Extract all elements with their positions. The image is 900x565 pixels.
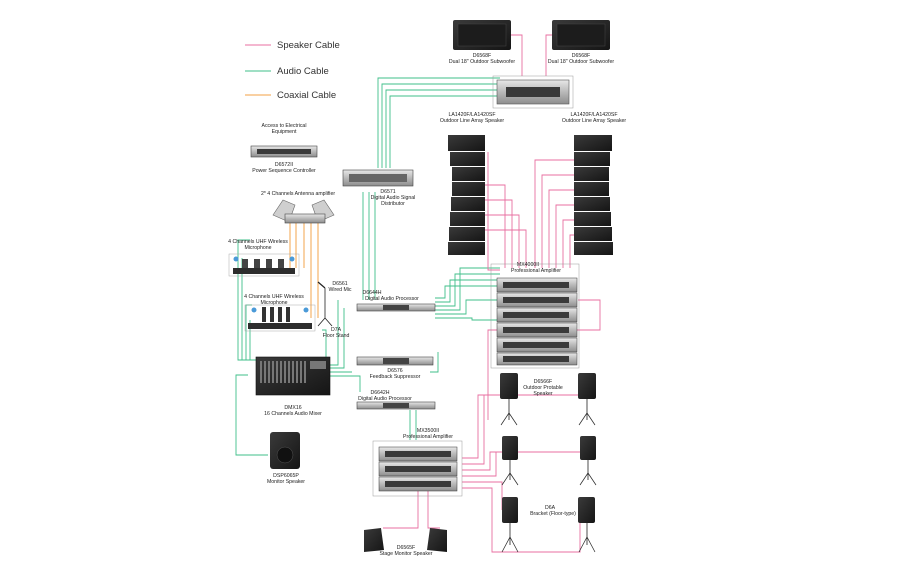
- subwoofer-left-model: D6568F: [473, 53, 491, 59]
- stage-monitor-model: D6565F: [397, 545, 415, 551]
- subwoofer-right-model: D6568F: [572, 53, 590, 59]
- feedback-suppressor: D6576 Feedback Suppressor: [356, 356, 434, 380]
- line-array-left-desc: Outdoor Line Array Speaker: [440, 118, 505, 124]
- monitor-model: DSP6065P: [273, 473, 299, 479]
- mixer-desc: 16 Channels Audio Mixer: [264, 411, 322, 417]
- processor-1-model: D6644H: [362, 290, 381, 296]
- uhf-mic-2-line1: 4 Channels UHF Wireless: [244, 294, 304, 300]
- power-seq-line1: Access to Electrical: [262, 123, 307, 129]
- outdoor-speaker-row-2: [501, 436, 597, 486]
- power-sequence-controller: Access to Electrical Equipment D6572II P…: [250, 123, 318, 174]
- signal-icon: [233, 256, 239, 262]
- monitor-speaker: DSP6065P Monitor Speaker: [267, 432, 305, 485]
- power-seq-line2: Equipment: [272, 129, 297, 135]
- amp-small-model: MX3500II: [417, 428, 439, 434]
- floor-stand-desc: Floor Stand: [323, 333, 350, 339]
- wired-mic-stand: D6561 Wired Mic D7A Floor Stand: [317, 281, 352, 339]
- subwoofer-left: D6568F Dual 18" Outdoor Subwoofer: [449, 20, 515, 65]
- uhf-mic-1-line2: Microphone: [244, 245, 271, 251]
- legend: Speaker Cable Audio Cable Coaxial Cable: [245, 40, 340, 101]
- outdoor-speaker-row-1: D6566F Outdoor Protable Speaker: [500, 373, 596, 426]
- amplifier-mx4000: MX4000II Professional Amplifier: [490, 262, 580, 369]
- uhf-mic-1-line1: 4 Channels UHF Wireless: [228, 239, 288, 245]
- power-seq-desc: Power Sequence Controller: [252, 168, 316, 174]
- uhf-wireless-mic-2: 4 Channels UHF Wireless Microphone: [244, 294, 316, 332]
- line-array-right-model: LA1420F/LA1420SF: [570, 112, 617, 118]
- signal-icon: [303, 307, 309, 313]
- processor-1-desc: Digital Audio Processor: [365, 296, 419, 302]
- amplifier-mx3500: MX3500II Professional Amplifier: [372, 428, 463, 497]
- outdoor-speaker-line1: Outdoor Protable: [523, 385, 563, 391]
- power-seq-model: D6572II: [275, 162, 293, 168]
- signal-icon: [251, 307, 257, 313]
- signal-icon: [289, 256, 295, 262]
- subwoofer-right-desc: Dual 18" Outdoor Subwoofer: [548, 59, 614, 65]
- processor-2-model: D6642H: [370, 390, 389, 396]
- audio-processor-1: D6644H Digital Audio Processor: [356, 290, 436, 312]
- uhf-mic-2-line2: Microphone: [260, 300, 287, 306]
- distributor-line2: Distributor: [381, 201, 405, 207]
- outdoor-speaker-model: D6566F: [534, 379, 552, 385]
- feedback-model: D6576: [387, 368, 402, 374]
- amp-small-desc: Professional Amplifier: [403, 434, 453, 440]
- monitor-desc: Monitor Speaker: [267, 479, 305, 485]
- distributor-line1: Digital Audio Signal: [371, 195, 416, 201]
- audio-processor-2: D6642H Digital Audio Processor: [356, 390, 436, 410]
- amp-big-model: MX4000II: [517, 262, 539, 268]
- top-amplifier: [492, 75, 574, 109]
- legend-coaxial-cable: Coaxial Cable: [277, 90, 336, 101]
- feedback-desc: Feedback Suppressor: [370, 374, 421, 380]
- line-array-right-desc: Outdoor Line Array Speaker: [562, 118, 627, 124]
- mic-icon: [317, 281, 326, 289]
- amp-big-desc: Professional Amplifier: [511, 268, 561, 274]
- line-array-left: [448, 135, 485, 255]
- legend-audio-cable: Audio Cable: [277, 66, 329, 77]
- audio-mixer: DMX16 16 Channels Audio Mixer: [255, 356, 331, 417]
- stage-monitors: D6565F Stage Monitor Speaker: [364, 528, 447, 557]
- line-array-right: [574, 135, 613, 255]
- legend-speaker-cable: Speaker Cable: [277, 40, 340, 51]
- cables-coaxial: [289, 222, 319, 318]
- subwoofer-right: D6568F Dual 18" Outdoor Subwoofer: [548, 20, 614, 65]
- line-array-left-model: LA1420F/LA1420SF: [448, 112, 495, 118]
- subwoofer-left-desc: Dual 18" Outdoor Subwoofer: [449, 59, 515, 65]
- wired-mic-desc: Wired Mic: [328, 287, 351, 293]
- antenna-amplifier: 2* 4 Channels Antenna amplifier: [261, 191, 335, 224]
- processor-2-desc: Digital Audio Processor: [358, 396, 412, 402]
- bracket-model: D6A: [545, 505, 556, 511]
- outdoor-speaker-line2: Speaker: [533, 391, 553, 397]
- floor-stand-model: D7A: [331, 327, 342, 333]
- stage-monitor-desc: Stage Monitor Speaker: [379, 551, 432, 557]
- signal-distributor: D6571 Digital Audio Signal Distributor: [342, 169, 416, 207]
- wired-mic-model: D6561: [332, 281, 347, 287]
- distributor-model: D6571: [380, 189, 395, 195]
- mixer-model: DMX16: [284, 405, 301, 411]
- uhf-wireless-mic-1: 4 Channels UHF Wireless Microphone: [228, 239, 300, 277]
- outdoor-speaker-row-3: D6A Bracket (Floor-type): [501, 497, 596, 553]
- antenna-amp-desc: 2* 4 Channels Antenna amplifier: [261, 191, 335, 197]
- bracket-desc: Bracket (Floor-type): [530, 511, 576, 517]
